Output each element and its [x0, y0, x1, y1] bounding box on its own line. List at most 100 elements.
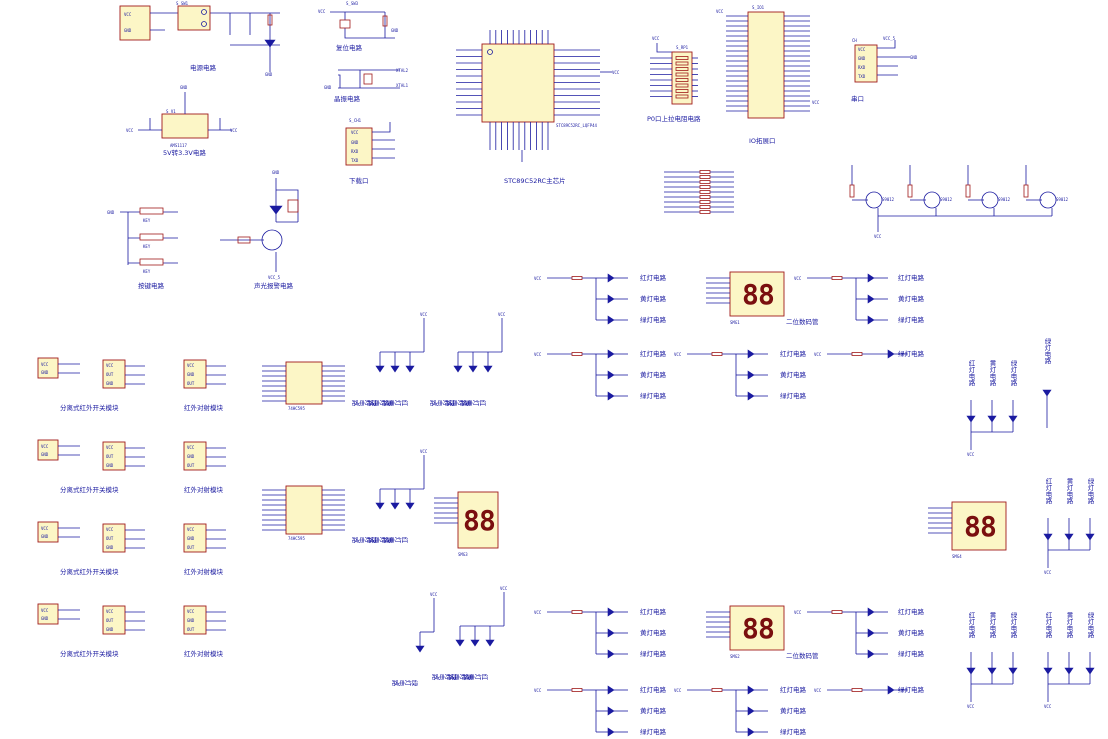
ir-pair-gnd: GND [187, 618, 195, 623]
led-icon [405, 502, 415, 510]
serial-header [854, 44, 878, 83]
single-vcc: VCC [814, 352, 822, 357]
sw3-label: S_SW3 [346, 1, 359, 6]
io-caption: IO拓展口 [749, 136, 776, 145]
download-caption: 下载口 [349, 176, 369, 185]
ir-pair-body [183, 359, 207, 389]
digit-glyph: 8 [479, 504, 496, 537]
vertical-caption: 红灯电路 [1044, 611, 1052, 640]
led-icon [1008, 667, 1018, 675]
serial-port: CH VCC GND RXD TXD VCC_5 GND 串口 [851, 36, 918, 103]
vertical-caption: 绿灯电路 [1086, 477, 1094, 506]
ir-pair-caption: 红外对射模块 [184, 485, 224, 494]
led-icon [607, 607, 615, 617]
trio-caption: 红灯电路 [780, 349, 807, 358]
led-icon [1043, 533, 1053, 541]
ir-module-gnd: GND [106, 545, 114, 550]
led-icon [415, 645, 425, 653]
base-resistor [907, 184, 913, 198]
seven-seg-display [729, 605, 785, 651]
digit-part: SMG1 [730, 320, 740, 325]
serial-gnd2: GND [910, 55, 918, 60]
led-icon [1042, 389, 1052, 397]
ir-switch-body [37, 521, 59, 543]
led-icon [470, 639, 480, 647]
vertical-caption-single: 绿灯电路 [1043, 337, 1051, 366]
io-header [747, 11, 785, 119]
trio-caption: 黄灯电路 [640, 706, 667, 715]
ir-switch-body [37, 439, 59, 461]
transistor-icon [981, 191, 999, 209]
io-label: S_IO1 [752, 5, 765, 10]
pullup-resistor [675, 67, 689, 71]
reset-circuit: VCC S_SW3 GND 复位电路 [318, 1, 399, 52]
led-icon [607, 727, 615, 737]
led-icon [483, 365, 493, 373]
pullup-circuit: VCC S_RP1 P0口上拉电阻电路 [647, 36, 701, 123]
led-icon [867, 649, 875, 659]
key-caption: 按键电路 [138, 281, 165, 290]
power-caption: 电源电路 [190, 63, 217, 72]
digit-glyph: 8 [980, 510, 997, 543]
ir-switch-gnd: GND [41, 616, 49, 621]
led-icon [987, 415, 997, 423]
led-icon [966, 667, 976, 675]
dl-gnd: GND [351, 140, 359, 145]
mcu: VCC STC89C52RC_LQFP44 STC89C52RC主芯片 [456, 30, 620, 185]
led-icon [747, 391, 755, 401]
ir-pair-gnd: GND [187, 536, 195, 541]
single-resistor [851, 352, 863, 356]
ir-switch-caption: 分离式红外开关模块 [60, 485, 119, 494]
led-icon [887, 685, 895, 695]
ir-module-vcc: VCC [106, 609, 114, 614]
seven-seg-display [457, 491, 499, 549]
ir-module-body [102, 359, 126, 389]
pullup-resistor [675, 61, 689, 66]
led-icon [453, 365, 463, 373]
serial-txd: TXD [858, 74, 866, 79]
trio-caption: 红灯电路 [898, 607, 925, 616]
xtal2-label: XTAL2 [396, 68, 409, 73]
reset-gnd: GND [391, 28, 399, 33]
trio-caption: 黄灯电路 [640, 294, 667, 303]
pullup-resistor [675, 94, 689, 99]
led-icon [607, 294, 615, 304]
dc-vcc-pin: VCC [124, 12, 132, 17]
trio-caption: 绿灯电路 [780, 727, 807, 736]
ir-pair-out: OUT [187, 381, 195, 386]
trio-vcc: VCC [534, 352, 542, 357]
serial-gnd: GND [858, 56, 866, 61]
serial-vcc: VCC [858, 47, 866, 52]
led-icon [375, 365, 385, 373]
dl-vcc: VCC [351, 130, 359, 135]
trio-vcc: VCC [534, 610, 542, 615]
trio-caption: 绿灯电路 [640, 391, 667, 400]
base-resistor [965, 184, 971, 198]
led-icon [607, 273, 615, 283]
pullup-resistor [675, 83, 689, 88]
bank-caption: 黄灯电路 [444, 398, 473, 406]
led-icon [485, 639, 495, 647]
trio-vcc: VCC [674, 352, 682, 357]
led-icon [468, 365, 478, 373]
dl-txd: TXD [351, 158, 359, 163]
ir-switch-gnd: GND [41, 370, 49, 375]
reset-caption: 复位电路 [336, 43, 363, 52]
led-icon [747, 349, 755, 359]
ir-module-vcc: VCC [106, 445, 114, 450]
ir-pair-caption: 红外对射模块 [184, 403, 224, 412]
led-icon [607, 370, 615, 380]
trio-caption: 红灯电路 [640, 685, 667, 694]
serial-caption: 串口 [851, 95, 864, 103]
trio-caption: 绿灯电路 [640, 727, 667, 736]
ir-switch-vcc: VCC [41, 444, 49, 449]
sr2-part: 74HC595 [288, 536, 305, 541]
single-resistor [851, 688, 863, 692]
transistor-part: S9012 [940, 197, 953, 202]
pullup-resistor [675, 89, 689, 93]
led-icon [607, 649, 615, 659]
ir-pair-caption: 红外对射模块 [184, 567, 224, 576]
digit-glyph: 8 [758, 278, 775, 311]
trio-caption: 黄灯电路 [780, 370, 807, 379]
